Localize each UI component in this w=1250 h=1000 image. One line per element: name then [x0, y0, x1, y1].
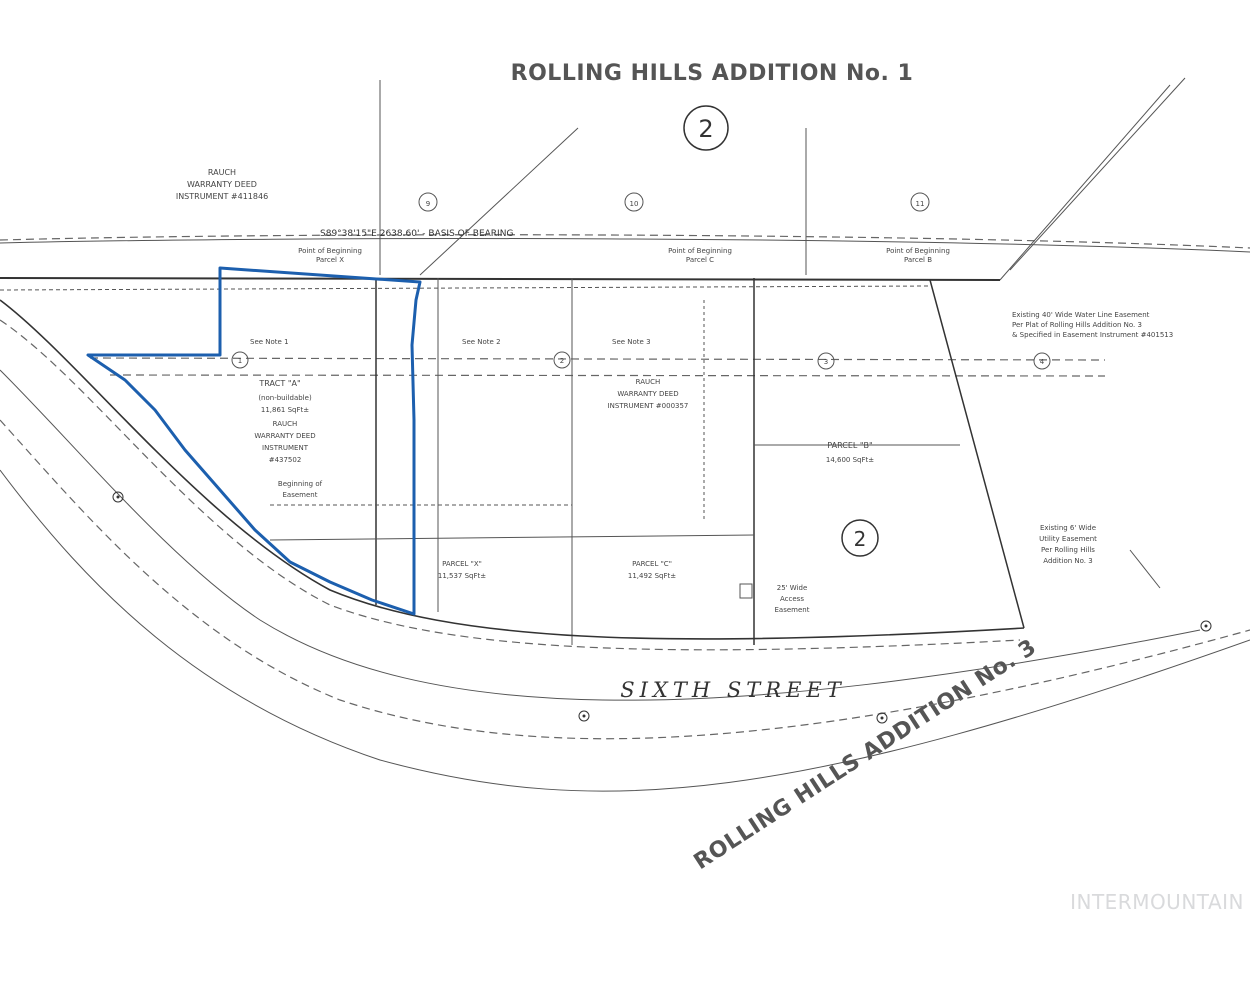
tract-a-nonbuildable: (non-buildable)	[258, 394, 312, 402]
svg-text:2: 2	[854, 527, 867, 551]
access-easement-1: 25' Wide	[777, 584, 808, 592]
parcel-x-area: 11,537 SqFt±	[438, 572, 486, 580]
parcel-x-label: PARCEL "X"	[442, 560, 482, 568]
street-name: SIXTH STREET	[620, 678, 846, 702]
basis-of-bearing: S89°38'15"E 2638.60' - BASIS OF BEARING	[320, 229, 513, 239]
rauch-top-3: INSTRUMENT #411846	[176, 192, 268, 201]
south-setback	[0, 319, 1021, 651]
setback-line	[0, 285, 931, 291]
monument	[112, 491, 124, 503]
block-circle-top: 2	[683, 105, 729, 151]
street-centerline	[0, 419, 1250, 740]
pob-b-1: Point of Beginning	[886, 247, 950, 255]
water-easement-3: & Specified in Easement Instrument #4015…	[1012, 331, 1173, 339]
title-rolling-hills-1: ROLLING HILLS ADDITION No. 1	[511, 61, 914, 86]
block-circle-parcel: 2	[841, 519, 879, 557]
tract-a-area: 11,861 SqFt±	[261, 406, 309, 414]
boundary-ne	[999, 84, 1171, 281]
access-easement-2: Access	[780, 595, 804, 603]
monument	[876, 712, 888, 724]
beginning-easement-2: Easement	[283, 491, 318, 499]
monument	[1200, 620, 1212, 632]
title-rolling-hills-3: ROLLING HILLS ADDITION No. 3	[690, 635, 1041, 875]
rauch-mid-1: RAUCH	[636, 378, 661, 386]
parcel-b-area: 14,600 SqFt±	[826, 456, 874, 464]
leader-line	[419, 127, 579, 276]
lot-circle-9: 9	[418, 192, 438, 212]
street-edge-south	[0, 469, 1250, 792]
water-circle-1: 1	[231, 351, 249, 369]
pob-x-1: Point of Beginning	[298, 247, 362, 255]
svg-text:2: 2	[560, 357, 564, 365]
access-easement-box	[739, 583, 753, 599]
lot-circle-11: 11	[910, 192, 930, 212]
section-line	[0, 234, 1250, 249]
utility-easement-1: Existing 6' Wide	[1040, 524, 1096, 532]
rauch-top-1: RAUCH	[208, 168, 236, 177]
water-easement-line	[89, 357, 1106, 361]
street-edge-north	[0, 369, 1201, 701]
parcel-c-area: 11,492 SqFt±	[628, 572, 676, 580]
north-boundary	[0, 277, 1001, 281]
section-line	[0, 238, 1250, 253]
parcel-divider	[269, 534, 755, 541]
pob-x-2: Parcel X	[316, 256, 344, 264]
see-note-1: See Note 1	[250, 338, 289, 346]
utility-leader	[1129, 549, 1161, 589]
tract-a-rauch: RAUCH	[273, 420, 298, 428]
parcel-b-label: PARCEL "B"	[827, 441, 872, 450]
highlighted-parcel-outline	[86, 266, 422, 616]
water-circle-3: 3	[817, 352, 835, 370]
rauch-mid-2: WARRANTY DEED	[617, 390, 678, 398]
svg-text:4: 4	[1040, 358, 1045, 366]
south-boundary	[0, 299, 1025, 640]
pob-b-2: Parcel B	[904, 256, 932, 264]
see-note-2: See Note 2	[462, 338, 501, 346]
utility-easement-2: Utility Easement	[1039, 535, 1097, 543]
svg-text:3: 3	[824, 358, 828, 366]
svg-text:1: 1	[238, 357, 242, 365]
pob-c-1: Point of Beginning	[668, 247, 732, 255]
tract-a-deed: WARRANTY DEED	[254, 432, 315, 440]
monument	[578, 710, 590, 722]
tract-a-label: TRACT "A"	[258, 379, 300, 388]
water-easement-2: Per Plat of Rolling Hills Addition No. 3	[1012, 321, 1142, 329]
pob-c-2: Parcel C	[686, 256, 714, 264]
water-easement-1: Existing 40' Wide Water Line Easement	[1012, 311, 1150, 319]
svg-text:2: 2	[698, 115, 713, 143]
tract-a-instrument: INSTRUMENT	[262, 444, 309, 452]
beginning-easement-1: Beginning of	[278, 480, 323, 488]
rauch-top-2: WARRANTY DEED	[187, 180, 257, 189]
water-circle-4: 4	[1033, 352, 1051, 370]
water-circle-2: 2	[553, 351, 571, 369]
watermark: INTERMOUNTAIN	[1070, 890, 1244, 914]
utility-easement-4: Addition No. 3	[1043, 557, 1092, 565]
lot-line-east	[929, 279, 1025, 629]
see-note-3: See Note 3	[612, 338, 651, 346]
rauch-mid-3: INSTRUMENT #000357	[608, 402, 689, 410]
lot-circle-10: 10	[624, 192, 644, 212]
svg-text:11: 11	[916, 200, 925, 208]
boundary-ne-2	[1009, 77, 1186, 271]
svg-text:10: 10	[630, 200, 639, 208]
tract-a-number: #437502	[269, 456, 302, 464]
access-easement-3: Easement	[775, 606, 810, 614]
svg-text:9: 9	[426, 200, 430, 208]
utility-easement-3: Per Rolling Hills	[1041, 546, 1095, 554]
parcel-c-label: PARCEL "C"	[632, 560, 672, 568]
water-easement-line-2	[109, 374, 1106, 377]
